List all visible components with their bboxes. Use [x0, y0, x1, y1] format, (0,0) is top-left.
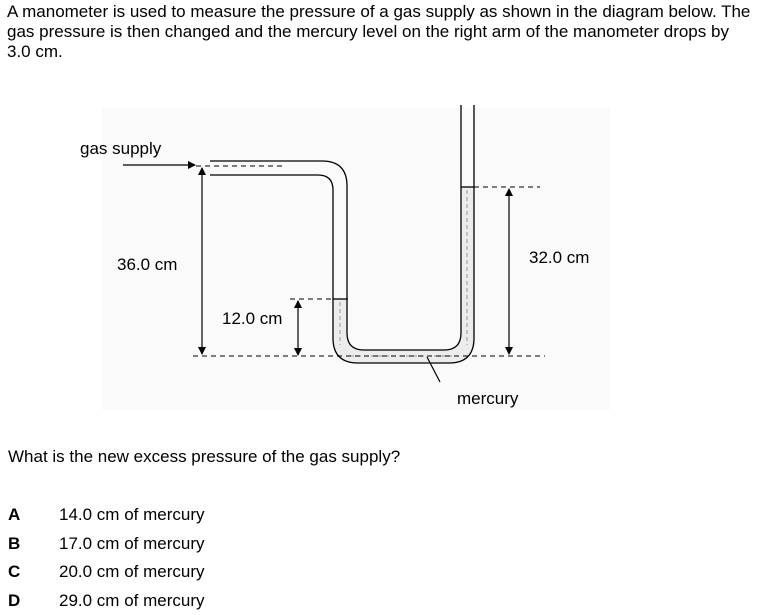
mercury-label: mercury: [457, 389, 519, 408]
option-text: 20.0 cm of mercury: [59, 562, 205, 581]
gas-supply-label: gas supply: [80, 139, 162, 158]
option-letter: B: [8, 534, 21, 553]
option-letter: C: [8, 562, 21, 581]
right-height-label: 32.0 cm: [529, 248, 589, 267]
dimension-arrows: [123, 161, 513, 383]
option-text: 29.0 cm of mercury: [59, 591, 205, 610]
mercury-hatching: [339, 190, 468, 357]
mercury-column: [333, 187, 474, 363]
left-height-label: 36.0 cm: [117, 255, 177, 274]
mercury-pointer: [426, 356, 441, 383]
question-intro: A manometer is used to measure the press…: [7, 2, 751, 61]
option-letter: A: [8, 505, 21, 524]
question-text: What is the new excess pressure of the g…: [8, 447, 401, 466]
option-text: 17.0 cm of mercury: [59, 534, 205, 553]
option-letter: D: [8, 591, 21, 610]
option-text: 14.0 cm of mercury: [59, 505, 205, 524]
left-mercury-label: 12.0 cm: [222, 309, 282, 328]
reference-lines: [193, 165, 545, 357]
